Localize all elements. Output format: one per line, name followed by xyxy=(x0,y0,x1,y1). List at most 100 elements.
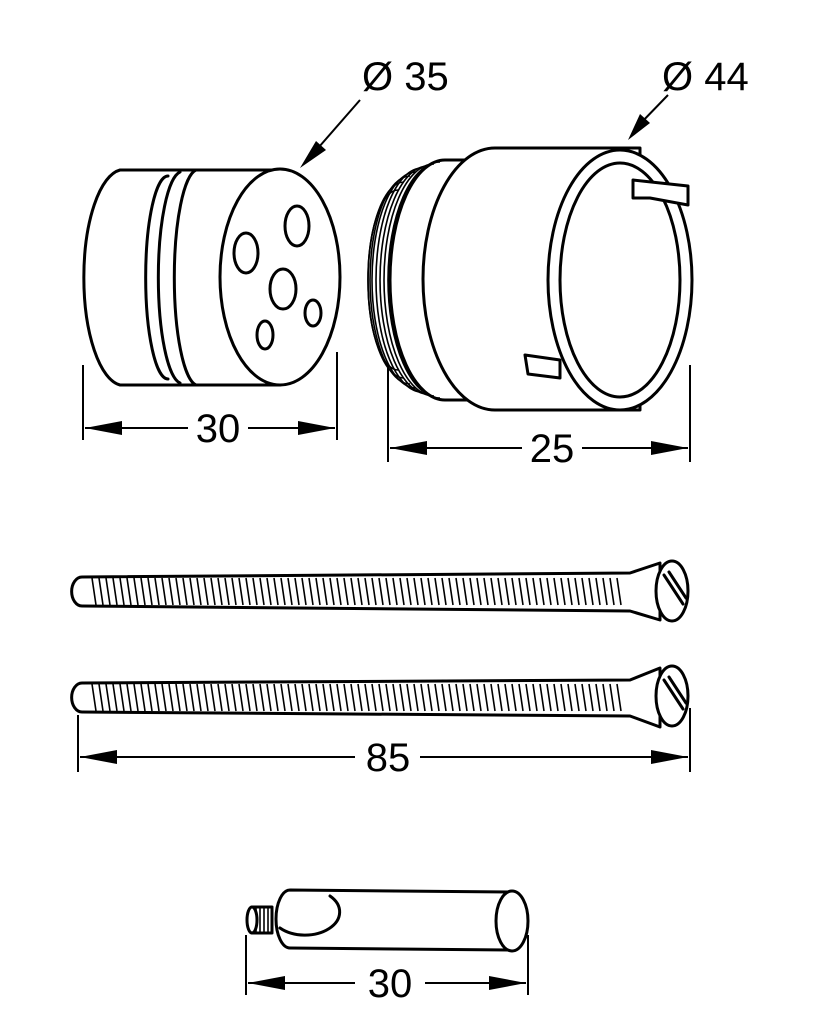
thread-line xyxy=(168,577,174,606)
thread-line xyxy=(196,577,202,606)
thread-line xyxy=(616,683,622,712)
thread-line xyxy=(350,683,356,712)
thread-line xyxy=(392,577,398,606)
thread-line xyxy=(448,577,454,606)
thread-line xyxy=(308,683,314,712)
thread-line xyxy=(329,683,335,712)
thread-line xyxy=(287,683,293,712)
thread-line xyxy=(567,577,573,606)
thread-line xyxy=(532,683,538,712)
thread-line xyxy=(609,683,615,712)
screw-length-dimension: 85 xyxy=(77,708,691,780)
thread-line xyxy=(322,683,328,712)
thread-line xyxy=(553,683,559,712)
thread-line xyxy=(546,683,552,712)
thread-line xyxy=(217,577,223,606)
thread-line xyxy=(252,577,258,606)
thread-line xyxy=(154,577,160,606)
thread-line xyxy=(420,577,426,606)
thread-line xyxy=(336,683,342,712)
thread-line xyxy=(525,577,531,606)
thread-line xyxy=(182,683,188,712)
thread-line xyxy=(378,577,384,606)
thread-line xyxy=(385,683,391,712)
sleeve-length-dimension: 25 xyxy=(387,365,691,471)
thread-line xyxy=(196,683,202,712)
thread-line xyxy=(616,577,622,606)
thread-line xyxy=(98,683,104,712)
thread-line xyxy=(91,683,97,712)
thread-line xyxy=(399,577,405,606)
thread-line xyxy=(420,683,426,712)
thread-line xyxy=(553,577,559,606)
thread-line xyxy=(315,683,321,712)
thread-line xyxy=(462,683,468,712)
thread-line xyxy=(343,683,349,712)
thread-line xyxy=(231,577,237,606)
screw-length-label: 85 xyxy=(366,736,411,780)
thread-line xyxy=(112,577,118,606)
thread-line xyxy=(413,577,419,606)
thread-line xyxy=(329,577,335,606)
thread-line xyxy=(273,683,279,712)
thread-line xyxy=(406,683,412,712)
thread-line xyxy=(560,577,566,606)
thread-line xyxy=(266,577,272,606)
thread-line xyxy=(126,683,132,712)
thread-line xyxy=(455,683,461,712)
thread-line xyxy=(280,683,286,712)
thread-line xyxy=(511,683,517,712)
thread-line xyxy=(308,577,314,606)
thread-line xyxy=(336,577,342,606)
thread-line xyxy=(567,683,573,712)
thread-line xyxy=(119,683,125,712)
thread-line xyxy=(266,683,272,712)
thread-line xyxy=(217,683,223,712)
pin-length-dimension: 30 xyxy=(245,935,529,1006)
thread-line xyxy=(147,683,153,712)
thread-line xyxy=(588,577,594,606)
thread-line xyxy=(301,577,307,606)
thread-line xyxy=(245,577,251,606)
thread-line xyxy=(476,683,482,712)
pin-length-label: 30 xyxy=(368,962,413,1006)
thread-line xyxy=(441,577,447,606)
thread-line xyxy=(259,577,265,606)
thread-line xyxy=(259,683,265,712)
cap-length-label: 30 xyxy=(196,407,241,451)
thread-line xyxy=(224,577,230,606)
thread-line xyxy=(322,577,328,606)
thread-line xyxy=(294,577,300,606)
thread-line xyxy=(399,683,405,712)
thread-line xyxy=(511,577,517,606)
thread-line xyxy=(133,683,139,712)
thread-line xyxy=(462,577,468,606)
thread-line xyxy=(231,683,237,712)
thread-line xyxy=(525,683,531,712)
thread-line xyxy=(147,577,153,606)
thread-line xyxy=(532,577,538,606)
thread-line xyxy=(539,683,545,712)
thread-line xyxy=(175,577,181,606)
thread-line xyxy=(154,683,160,712)
thread-line xyxy=(581,577,587,606)
thread-line xyxy=(119,577,125,606)
thread-line xyxy=(133,577,139,606)
thread-line xyxy=(518,683,524,712)
thread-line xyxy=(252,683,258,712)
thread-line xyxy=(357,683,363,712)
thread-line xyxy=(469,683,475,712)
thread-line xyxy=(210,683,216,712)
thread-line xyxy=(91,577,97,606)
thread-line xyxy=(238,577,244,606)
thread-line xyxy=(245,683,251,712)
thread-line xyxy=(574,577,580,606)
thread-line xyxy=(469,577,475,606)
thread-line xyxy=(483,577,489,606)
thread-line xyxy=(140,683,146,712)
thread-line xyxy=(105,577,111,606)
thread-line xyxy=(126,577,132,606)
thread-line xyxy=(574,683,580,712)
thread-line xyxy=(301,683,307,712)
